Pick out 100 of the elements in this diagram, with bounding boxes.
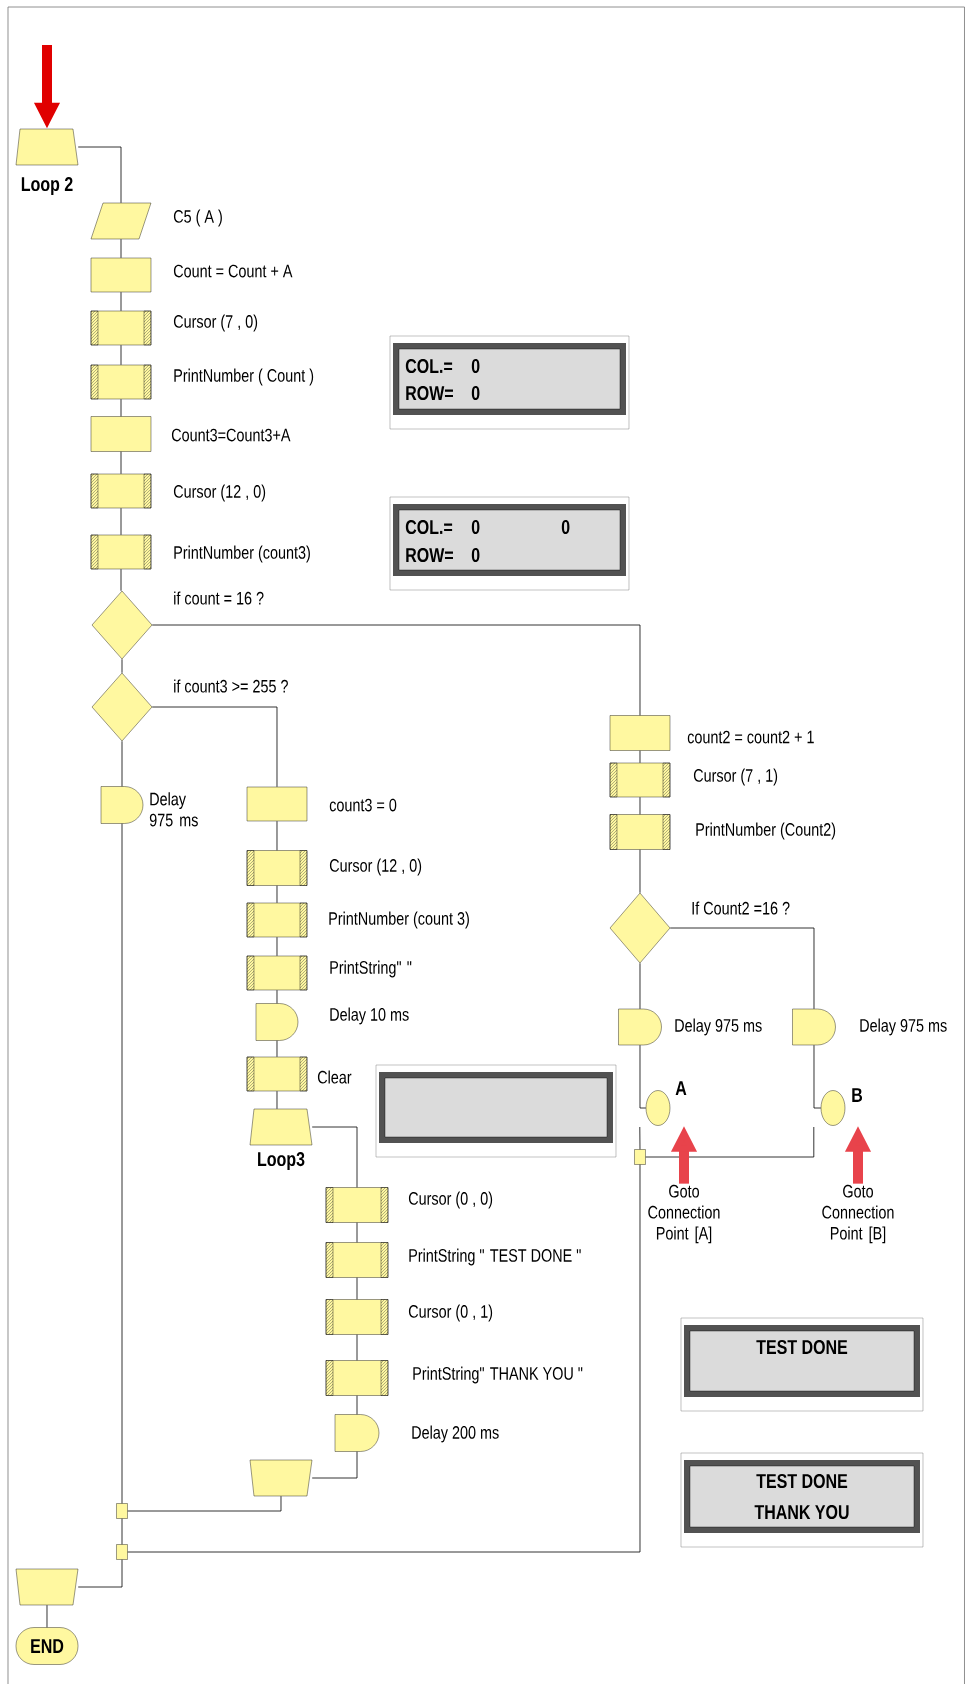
step-label: Cursor (12 , 0): [173, 484, 266, 502]
macro-box: [90, 534, 99, 570]
step-label: PrintNumber ( Count ): [174, 368, 314, 386]
macro-box: [246, 850, 255, 886]
flow-line: [669, 927, 815, 1010]
flow-line: [311, 1126, 358, 1188]
flow-line: [121, 658, 123, 674]
step-label: count2 = count2 + 1: [687, 730, 814, 744]
step-label: Delay 975 ms: [149, 792, 198, 827]
flow-line: [121, 1518, 123, 1545]
flow-line: [356, 1277, 358, 1300]
flow-line: [276, 936, 278, 957]
flow-line: [151, 706, 278, 788]
step-label: PrintNumber (count 3): [329, 911, 469, 929]
flow-line: [127, 1164, 641, 1553]
step-label: C5 ( A ): [173, 209, 222, 227]
lcd-display: TEST DONE THANK YOU: [680, 1452, 924, 1548]
loop-end-box: [15, 1568, 79, 1606]
flow-line: [120, 451, 122, 475]
lcd-display: [375, 1064, 617, 1158]
flow-line: [151, 624, 641, 716]
process-box: [246, 786, 308, 822]
delay-box: [792, 1008, 836, 1046]
macro-box: [609, 762, 618, 798]
end-terminator: END: [15, 1627, 79, 1665]
flow-line: [639, 796, 641, 815]
delay-box: [618, 1008, 662, 1046]
loop-box: [249, 1108, 313, 1146]
junction-square: [634, 1149, 646, 1165]
flow-line: [356, 1222, 358, 1243]
macro-box: [299, 955, 308, 991]
process-box: [90, 257, 152, 293]
flow-line: [276, 1040, 278, 1058]
step-label: Cursor (7 , 0): [173, 314, 258, 332]
flow-line: [77, 146, 122, 204]
goto-label: Goto Connection Point [B]: [822, 1184, 894, 1244]
delay-box: [100, 786, 144, 824]
macro-box: [325, 1242, 334, 1278]
flow-line: [813, 1044, 822, 1109]
flow-line: [639, 849, 641, 894]
step-label: Delay 975 ms: [675, 1018, 762, 1036]
loop-box: [15, 128, 79, 166]
step-label: count3 = 0: [329, 798, 397, 812]
step-label: Loop3: [258, 1151, 305, 1171]
macro-box: [325, 1299, 334, 1335]
step-label: Delay 975 ms: [860, 1018, 947, 1036]
step-label: PrintString" THANK YOU ": [413, 1366, 583, 1384]
step-label: if count = 16 ?: [174, 591, 264, 605]
macro-box: [246, 955, 255, 991]
step-label: Delay 200 ms: [412, 1425, 499, 1443]
flow-line: [46, 1604, 48, 1628]
lcd-display: COL.= 0 ROW= 0: [389, 335, 630, 430]
flow-line: [121, 740, 123, 787]
macro-box: [143, 310, 152, 346]
flow-line: [120, 568, 122, 592]
step-label: Cursor (12 , 0): [329, 858, 422, 876]
flow-line: [356, 1334, 358, 1361]
macro-box: [380, 1242, 389, 1278]
step-label: PrintString " TEST DONE ": [409, 1248, 581, 1266]
step-label: Count3=Count3+A: [171, 428, 291, 442]
flow-line: [120, 291, 122, 312]
macro-box: [380, 1299, 389, 1335]
flow-line: [120, 238, 122, 259]
macro-box: [143, 473, 152, 509]
macro-box: [246, 1056, 255, 1092]
macro-box: [325, 1187, 334, 1223]
process-box: [90, 416, 152, 452]
decision-diamond: [91, 672, 153, 742]
flow-line: [120, 507, 122, 536]
macro-box: [662, 762, 671, 798]
macro-box: [325, 1360, 334, 1396]
flow-line: [77, 1559, 123, 1588]
step-label: Clear: [317, 1070, 352, 1084]
step-label: If Count2 =16 ?: [692, 901, 790, 915]
flow-line: [276, 1090, 278, 1110]
goto-label: Goto Connection Point [A]: [648, 1184, 720, 1244]
flow-line: [639, 750, 641, 764]
flow-line: [120, 398, 122, 417]
macro-box: [143, 534, 152, 570]
delay-box: [334, 1414, 380, 1452]
loop-end-box: [249, 1459, 313, 1497]
step-label: PrintString" ": [330, 960, 412, 978]
flow-line: [645, 1126, 815, 1158]
macro-box: [299, 1056, 308, 1092]
flow-line: [356, 1395, 358, 1415]
step-label: Cursor (0 , 0): [408, 1191, 493, 1209]
process-box: [609, 715, 671, 751]
delay-box: [255, 1003, 299, 1041]
macro-box: [299, 850, 308, 886]
input-parallelogram: [90, 202, 152, 240]
connector-circle: [645, 1090, 671, 1126]
flow-line: [639, 1126, 641, 1150]
decision-diamond: [91, 590, 153, 660]
macro-box: [662, 814, 671, 850]
step-label: if count3 >= 255 ?: [174, 679, 288, 693]
step-label: PrintNumber (count3): [174, 545, 310, 563]
connector-circle: [820, 1090, 846, 1126]
step-label: Loop 2: [21, 176, 73, 196]
step-label: Delay 10 ms: [330, 1007, 409, 1025]
macro-box: [90, 364, 99, 400]
